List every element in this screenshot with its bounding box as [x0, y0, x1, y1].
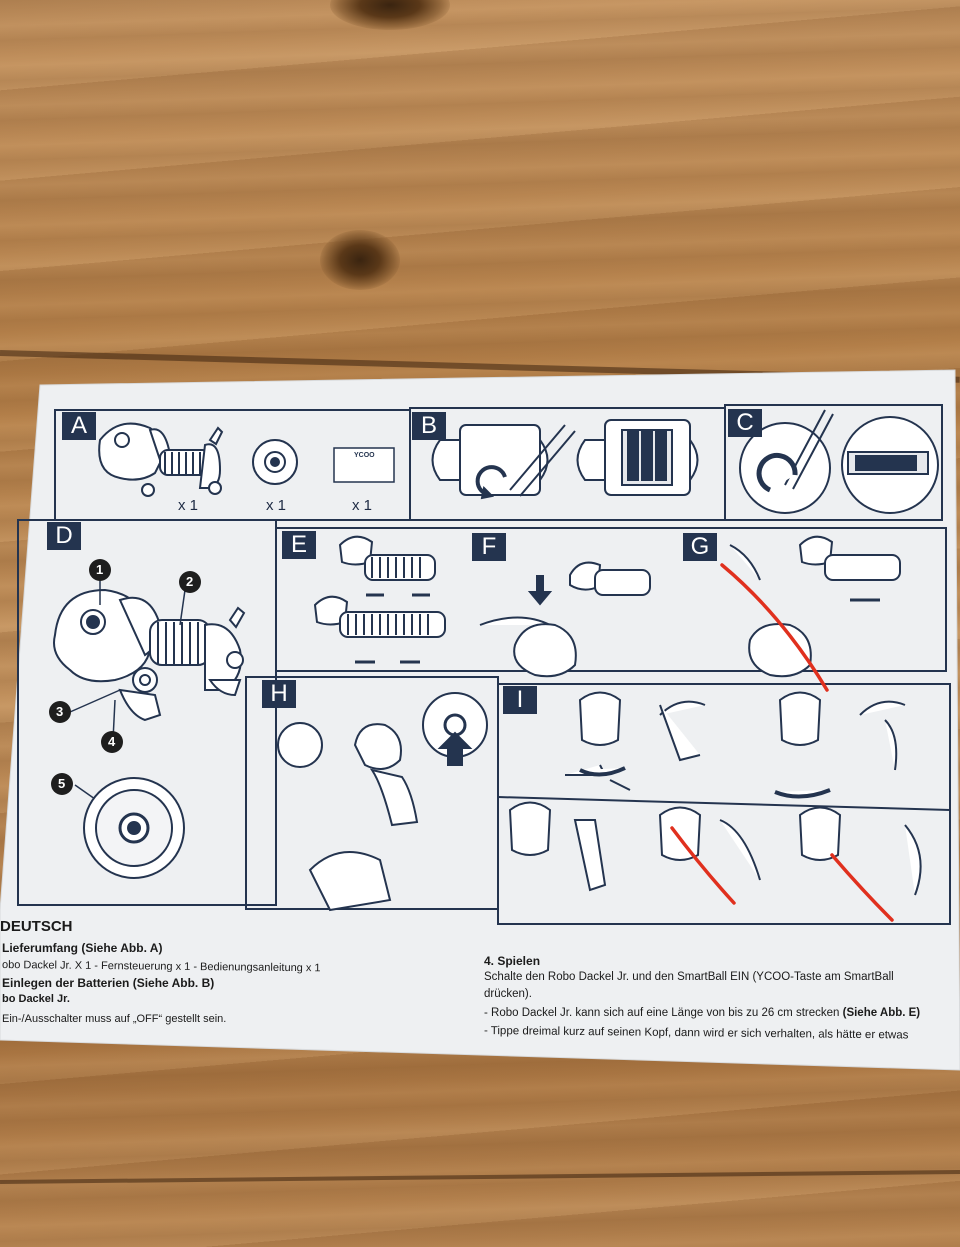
figure-reference: (Siehe Abb. E): [842, 1007, 921, 1019]
callout-number: 3: [56, 704, 64, 719]
panel-label-d: D: [47, 522, 81, 550]
smartball-illustration: [83, 777, 185, 879]
robo-dog-parts-illustration: [53, 588, 246, 722]
panel-label-b: B: [412, 412, 446, 440]
section-body-text: - Robo Dackel Jr. kann sich auf eine Län…: [484, 1007, 843, 1019]
panel-label-e: E: [282, 531, 316, 559]
gesture-illustrations: [508, 691, 922, 896]
pet-dog-illustration: [729, 535, 901, 678]
stretch-dog-illustration: [313, 535, 446, 664]
dog-quantity: x 1: [178, 497, 199, 514]
smartball-press-illustration: [277, 692, 488, 912]
section-title: Lieferumfang (Siehe Abb. A): [2, 941, 163, 955]
remote-battery-illustration: [739, 409, 939, 514]
section-title: 4. Spielen: [484, 954, 541, 968]
section-body: Ein-/Ausschalter muss auf „OFF“ gestellt…: [2, 1013, 227, 1025]
manual-card-logo: YCOO: [354, 452, 375, 459]
callout-number: 1: [96, 562, 104, 577]
panel-label-g: G: [683, 533, 717, 561]
remote-quantity: x 1: [266, 497, 287, 514]
section-body: Schalte den Robo Dackel Jr. und den Smar…: [484, 971, 894, 983]
tap-head-illustration: [479, 561, 651, 678]
manual-quantity: x 1: [352, 497, 373, 514]
callout-number: 5: [58, 776, 66, 791]
panel-label-c: C: [728, 409, 762, 437]
red-pen-marks: [670, 563, 894, 922]
panel-label-f: F: [472, 533, 506, 561]
section-body: drücken).: [484, 988, 532, 1000]
section-subtitle: bo Dackel Jr.: [2, 993, 70, 1005]
remote-control-illustration: [252, 439, 298, 485]
panel-label-a: A: [62, 412, 96, 440]
section-title: Einlegen der Batterien (Siehe Abb. B): [2, 976, 215, 990]
callout-badges: [49, 559, 201, 795]
panel-label-h: H: [262, 680, 296, 708]
robo-dog-illustration: [98, 422, 224, 497]
wood-knot: [320, 230, 400, 290]
battery-compartment-illustration: [431, 419, 699, 500]
callout-number: 4: [108, 734, 116, 749]
manual-card-illustration: [333, 447, 395, 483]
language-heading: DEUTSCH: [0, 918, 73, 935]
panel-label-i: I: [503, 686, 537, 714]
callout-number: 2: [186, 574, 194, 589]
section-body: - Robo Dackel Jr. kann sich auf eine Län…: [484, 1007, 920, 1019]
